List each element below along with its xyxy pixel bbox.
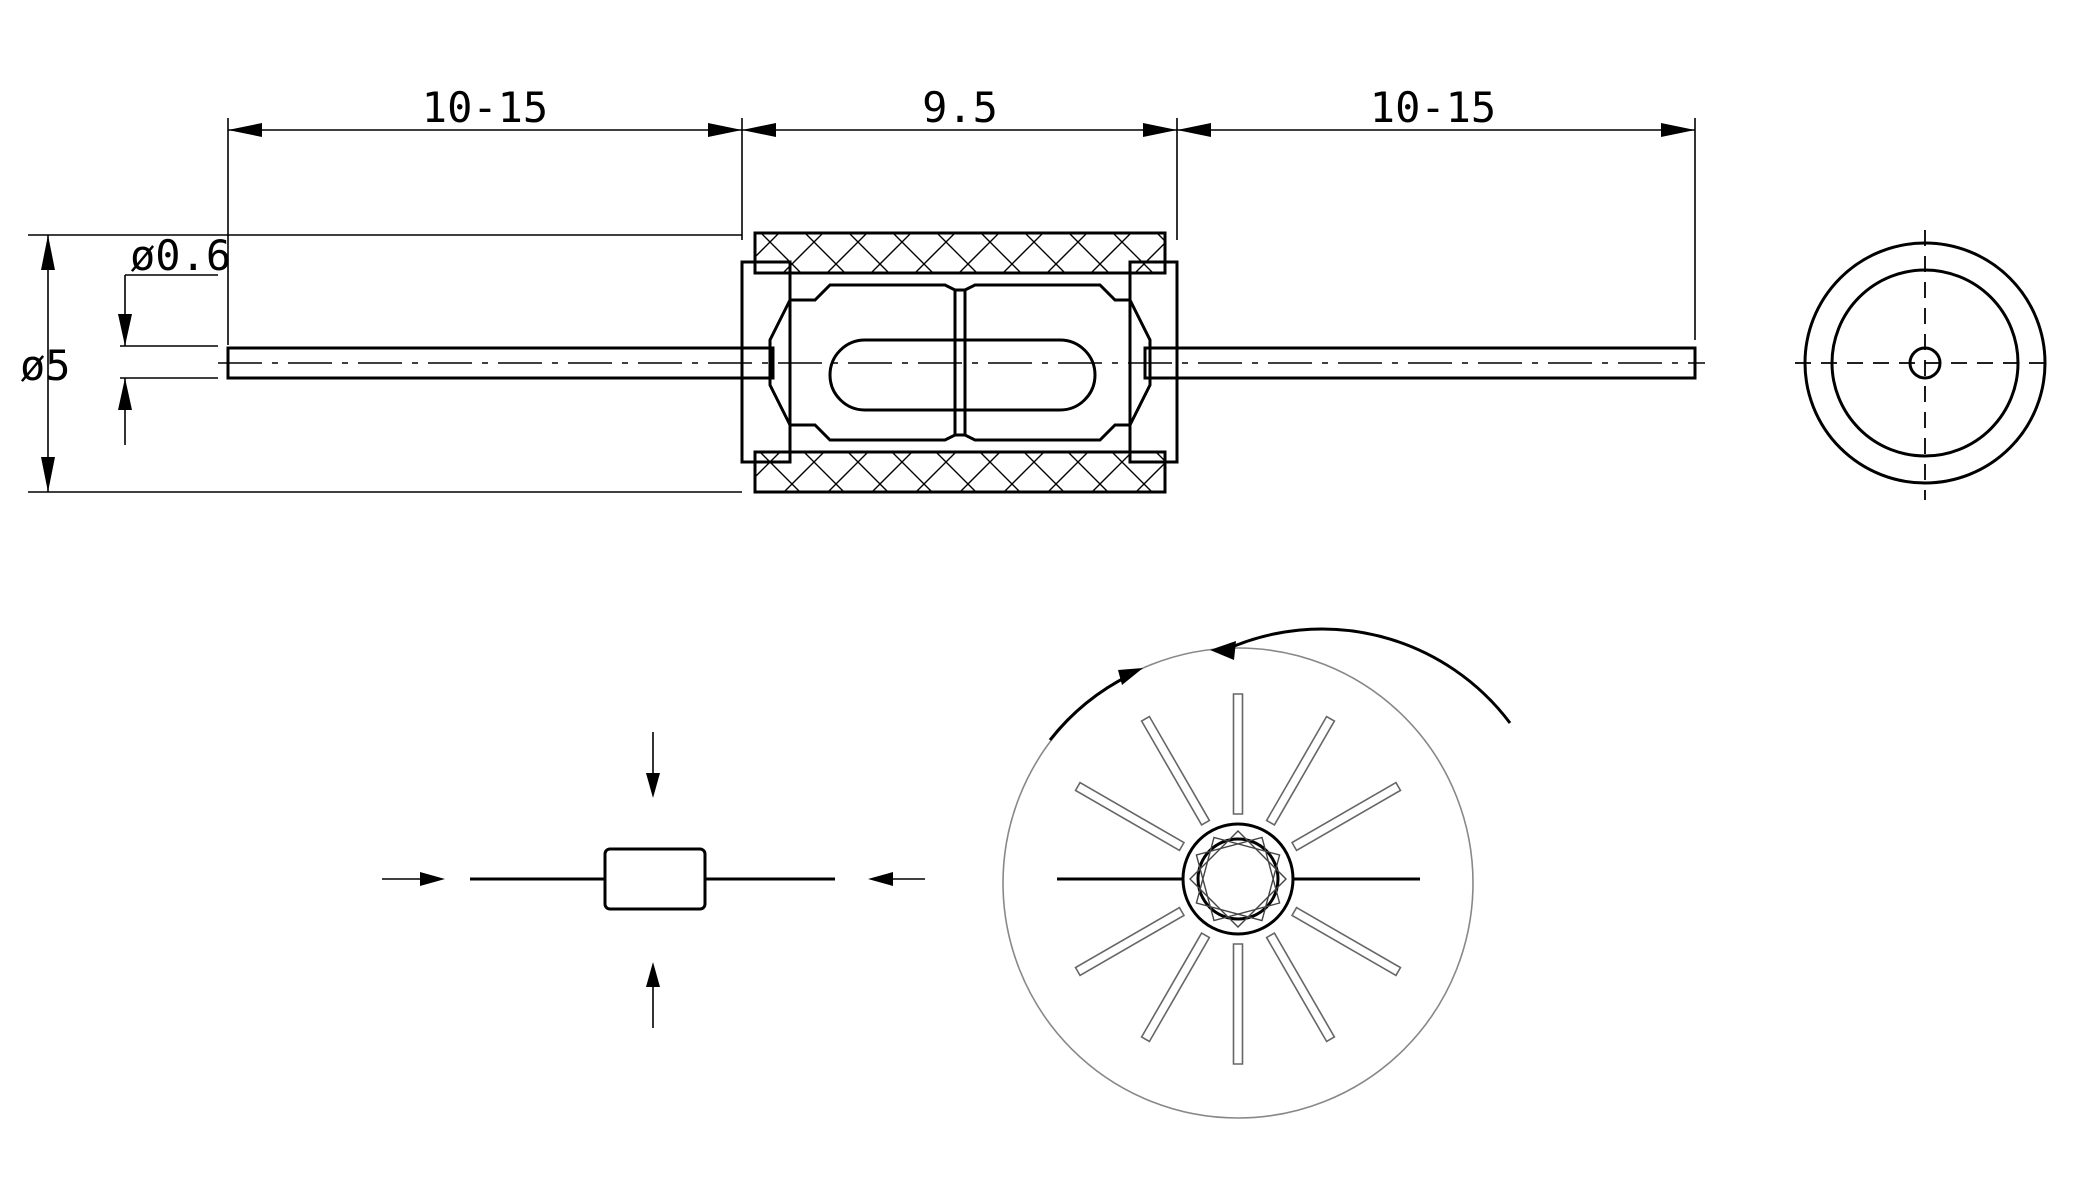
reed-contacts: [828, 338, 1097, 412]
rotated-lead-position: [1232, 693, 1244, 815]
rotated-lead-position: [1140, 715, 1211, 827]
dim-left-lead-label: 10-15: [422, 83, 548, 132]
hub-rotated-square: [1189, 830, 1287, 928]
component-body: [603, 847, 707, 911]
arrow-icon: [1177, 123, 1211, 137]
rotated-lead-position: [1265, 715, 1336, 827]
rotation-arrow-arc-left: [1048, 673, 1131, 741]
end-view: [1795, 230, 2055, 500]
left-cone: [768, 299, 792, 426]
hub-inner: [1196, 837, 1280, 921]
rotated-lead-position: [1140, 931, 1211, 1043]
arrow-icon: [41, 457, 55, 492]
rotated-lead-position: [1232, 943, 1244, 1065]
dim-body-length-label: 9.5: [922, 83, 998, 132]
arrow-right-icon: [420, 872, 445, 886]
dim-body-diameter-label: ø5: [20, 341, 71, 390]
rotation-diagram: [1002, 627, 1512, 1119]
rotated-lead-position: [1290, 781, 1402, 852]
arrow-left-icon: [868, 872, 893, 886]
rotated-lead-position: [1074, 906, 1186, 977]
rotated-lead-position: [1074, 781, 1186, 852]
hub-rotated-square: [1195, 836, 1281, 922]
sleeve-top-section: [753, 231, 1167, 275]
rotated-lead-position: [1290, 906, 1402, 977]
arrow-icon: [228, 123, 262, 137]
dim-right-lead-label: 10-15: [1370, 83, 1496, 132]
rotation-positions: [1074, 693, 1402, 1065]
force-diagram: [382, 732, 925, 1028]
arrow-icon: [41, 235, 55, 270]
rotation-circle: [1002, 647, 1474, 1119]
side-section-view: 10-15 9.5 10-15 ø5 ø0.6: [20, 83, 1705, 494]
arrow-icon: [118, 378, 132, 410]
arrow-down-icon: [646, 773, 660, 798]
right-end-block: [1128, 260, 1179, 464]
rotation-arrow-icon: [1210, 641, 1236, 660]
arrow-icon: [118, 314, 132, 346]
arrow-icon: [1143, 123, 1177, 137]
left-end-block: [740, 260, 792, 464]
arrow-icon: [1661, 123, 1695, 137]
rotation-arrow-arc-top: [1224, 627, 1512, 724]
rotation-arrow-icon: [1118, 668, 1143, 685]
dim-lead-diameter-label: ø0.6: [130, 231, 231, 280]
rotated-lead-position: [1265, 931, 1336, 1043]
sleeve-bottom-section: [753, 450, 1167, 494]
hub-rotated-square: [1195, 836, 1281, 922]
arrow-up-icon: [646, 962, 660, 987]
arrow-icon: [742, 123, 776, 137]
arrow-icon: [708, 123, 742, 137]
